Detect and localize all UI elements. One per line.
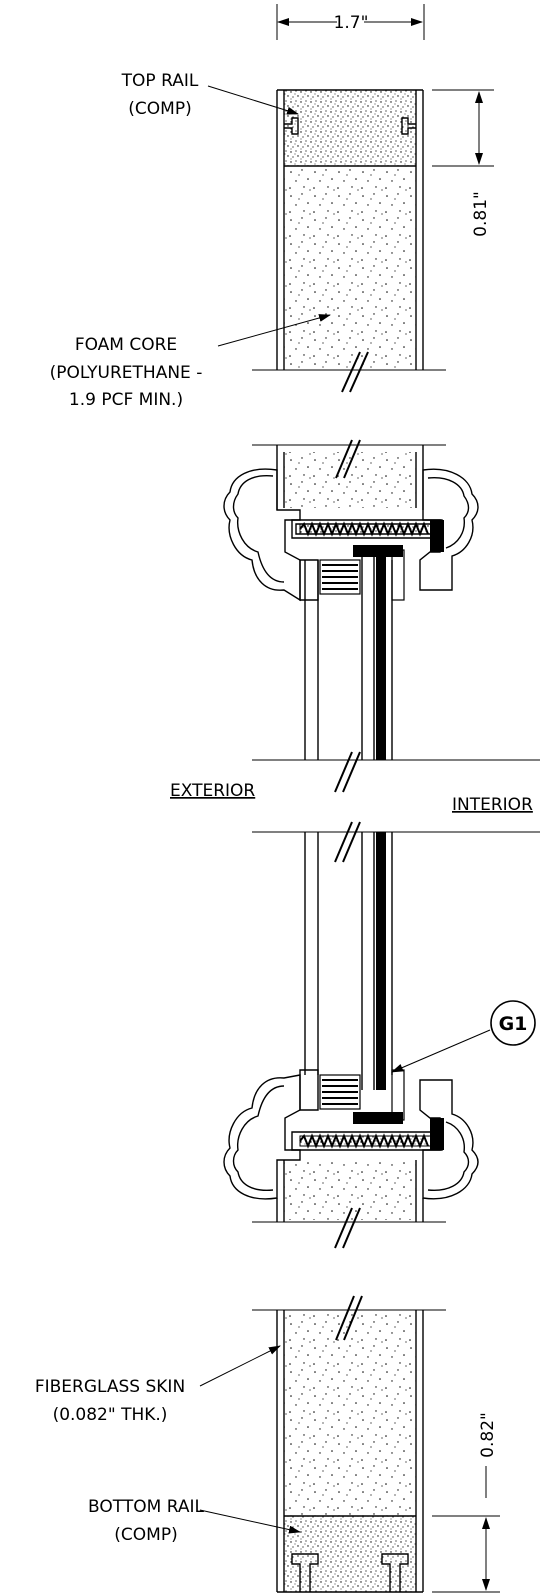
bottom-rail-height-dimension: 0.82" [478, 1412, 498, 1458]
top-rail-label-line2: (COMP) [128, 99, 191, 119]
exterior-label: EXTERIOR [170, 781, 255, 801]
top-rail-height-dimension: 0.81" [471, 191, 491, 237]
foam-core-label-line2: (POLYURETHANE - [50, 363, 203, 383]
glass-unit [252, 545, 540, 1090]
bottom-rail-label-line2: (COMP) [114, 1525, 177, 1545]
fiberglass-skin-label-line2: (0.082" THK.) [53, 1405, 168, 1425]
lower-glazing-frame [223, 1069, 479, 1249]
interior-label: INTERIOR [452, 795, 533, 815]
top-rail-label-line1: TOP RAIL [121, 71, 199, 91]
bottom-rail-label-line1: BOTTOM RAIL [88, 1497, 204, 1517]
top-section: 1.7" 0.81" [207, 4, 494, 393]
upper-glazing-frame [223, 439, 479, 602]
width-dimension: 1.7" [334, 13, 369, 33]
bottom-section: 0.82" [199, 1295, 500, 1593]
glass-tag-g1: G1 [499, 1013, 528, 1035]
foam-core-label-line1: FOAM CORE [75, 335, 177, 355]
foam-core-label-line3: 1.9 PCF MIN.) [69, 390, 183, 410]
fiberglass-skin-label-line1: FIBERGLASS SKIN [35, 1377, 185, 1397]
